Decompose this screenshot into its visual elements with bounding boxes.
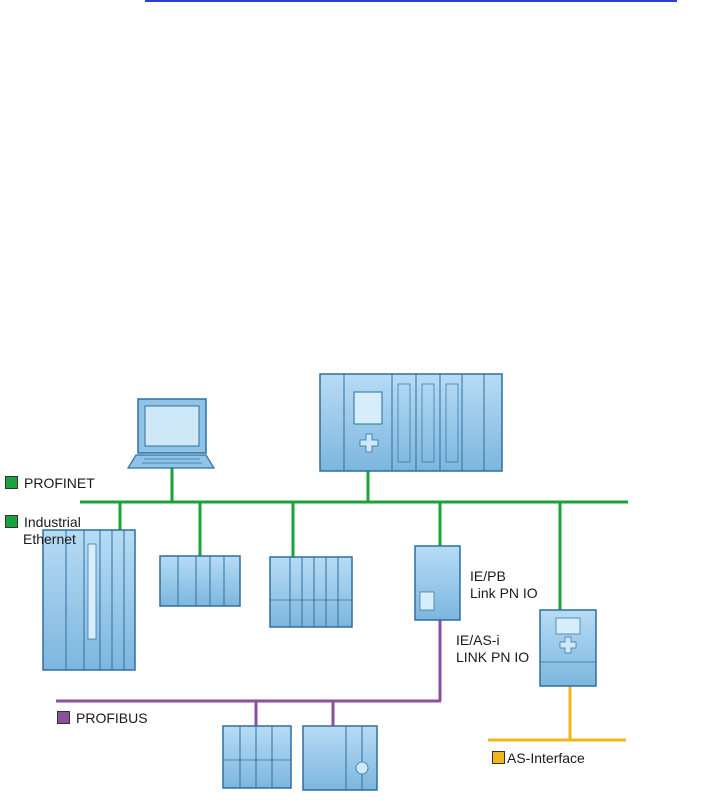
ie-pb-link-device — [414, 545, 461, 621]
pc-workstation — [126, 398, 216, 469]
industrial-ethernet-swatch — [5, 515, 18, 528]
profinet-label: PROFINET — [5, 475, 95, 492]
header-rule — [145, 0, 677, 2]
profibus-bus — [56, 620, 442, 726]
as-interface-swatch — [492, 751, 505, 764]
industrial-ethernet-label: Industrial Ethernet — [5, 514, 81, 548]
profibus-label: PROFIBUS — [57, 710, 148, 727]
profibus-io-station-2 — [302, 725, 378, 791]
et200-distributed-io — [269, 556, 353, 628]
profibus-io-station-1 — [222, 725, 292, 789]
ie-asi-link-device — [539, 609, 597, 687]
s7-1500-controller — [319, 373, 503, 472]
ie-asi-link-label: IE/AS-i LINK PN IO — [456, 632, 530, 665]
s7-300-controller — [159, 555, 241, 607]
s7-400-rack — [42, 529, 136, 671]
as-interface-bus — [488, 686, 626, 742]
profinet-swatch — [5, 476, 18, 489]
ie-pb-link-label: IE/PB Link PN IO — [470, 568, 538, 601]
profibus-swatch — [57, 711, 70, 724]
as-interface-label: AS-Interface — [492, 750, 585, 767]
